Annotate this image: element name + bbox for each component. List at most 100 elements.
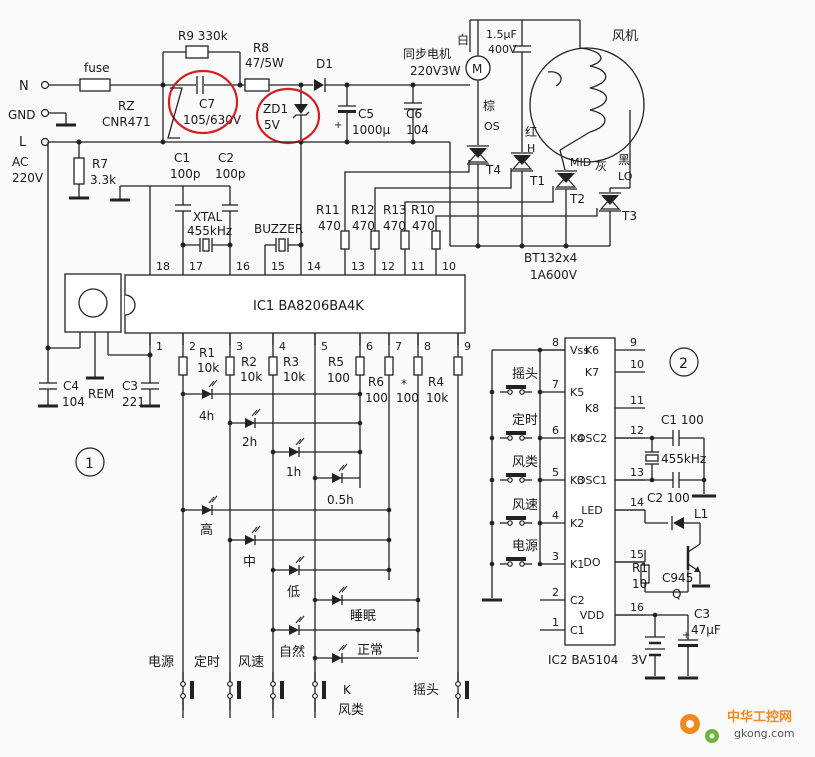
ic2-r1-value: 10 xyxy=(632,577,647,591)
terminal-gnd xyxy=(40,108,50,118)
ic2-pin-name-7: K5 xyxy=(570,386,584,399)
ic1-pin-10: 10 xyxy=(442,260,456,273)
ic1-pin-15: 15 xyxy=(271,260,285,273)
label-ac: AC xyxy=(12,155,28,169)
r-star-value: 100 xyxy=(396,391,419,405)
ic2-pin-16: 16 xyxy=(630,601,644,614)
ic2-l1-label: L1 xyxy=(694,507,708,521)
ic2-pin-name-9: K6 xyxy=(585,344,599,357)
key-swing-label: 摇头 xyxy=(413,683,439,698)
ic2-pin-4: 4 xyxy=(552,509,559,522)
r10-label: R10 xyxy=(411,203,435,217)
ic2-label: IC2 BA5104 xyxy=(548,653,618,667)
ic2-pin-7: 7 xyxy=(552,378,559,391)
fan-label: 风机 xyxy=(612,29,638,44)
triac-t1 xyxy=(510,152,534,172)
ic2-c3-label: C3 xyxy=(694,607,710,621)
ic1-pin-4: 4 xyxy=(279,340,286,353)
r8-value: 47/5W xyxy=(245,56,284,70)
star-mark: * xyxy=(401,377,407,391)
power-input: N GND L AC 220V fuse xyxy=(8,61,163,185)
ic2-pin-name-12: OSC2 xyxy=(577,432,607,445)
fan-cap-rating: 400V xyxy=(488,43,517,56)
ic1-pin-6: 6 xyxy=(366,340,373,353)
varistor-rz xyxy=(167,87,183,139)
resistor-r7 xyxy=(73,157,85,185)
r6-label: R6 xyxy=(368,375,384,389)
circle-one xyxy=(75,447,105,477)
ic2-pin-name-3: K1 xyxy=(570,558,584,571)
ic1-pin-2: 2 xyxy=(189,340,196,353)
led-l1 xyxy=(673,517,684,529)
wire-brown: 棕 xyxy=(483,98,495,113)
oscillator-section: C1 100p C2 100p XTAL 455kHz BUZZER xyxy=(110,151,304,263)
ic2-key-label-4: 电源 xyxy=(512,539,538,554)
t3-label: T3 xyxy=(621,209,637,223)
ic1-pin-16: 16 xyxy=(236,260,250,273)
key-speed-label: 风速 xyxy=(238,655,264,670)
zd1-label: ZD1 xyxy=(263,102,288,116)
led-natural xyxy=(288,615,305,636)
key-k-label: K xyxy=(343,683,352,697)
crystal-xtal xyxy=(202,238,210,252)
ic1-pin-17: 17 xyxy=(189,260,203,273)
triac-rating: 1A600V xyxy=(530,268,578,282)
ic2-key-3 xyxy=(499,515,533,526)
ic1-pin-5: 5 xyxy=(321,340,328,353)
led-4h xyxy=(201,379,218,400)
ic2-pin-name-13: OSC1 xyxy=(577,474,607,487)
c4-value: 104 xyxy=(62,395,85,409)
label-gnd: GND xyxy=(8,108,36,122)
sync-motor-rating: 220V3W xyxy=(410,64,461,78)
r5-value: 100 xyxy=(327,371,350,385)
ic2-pin-6: 6 xyxy=(552,424,559,437)
ic2-key-label-3: 风速 xyxy=(512,498,538,513)
circle-two xyxy=(669,347,699,377)
r11-label: R11 xyxy=(316,203,340,217)
label-2h: 2h xyxy=(242,435,257,449)
led-sleep xyxy=(331,585,348,606)
label-mid: 中 xyxy=(243,555,256,570)
ic2-pin-name-10: K7 xyxy=(585,366,599,379)
label-1h: 1h xyxy=(286,465,301,479)
label-n: N xyxy=(19,79,29,94)
r4-label: R4 xyxy=(428,375,444,389)
c2-value: 100p xyxy=(215,167,246,181)
wire-red: 红 xyxy=(525,124,537,139)
zd1-value: 5V xyxy=(264,118,281,132)
fuse-label: fuse xyxy=(84,61,109,75)
label-220v: 220V xyxy=(12,171,44,185)
ic2-c1-label: C1 100 xyxy=(661,413,704,427)
xtal-label: XTAL xyxy=(193,210,223,224)
r6-value: 100 xyxy=(365,391,388,405)
wire-black: 黑 xyxy=(618,153,630,167)
ic1-pin-18: 18 xyxy=(156,260,170,273)
ic2-r1-label: R1 xyxy=(632,561,648,575)
motor-m: M xyxy=(472,62,482,76)
fan-cap-label: 1.5μF xyxy=(486,28,517,41)
fuse xyxy=(79,78,111,92)
ic2-pin-3: 3 xyxy=(552,550,559,563)
ic2-c3-value: 47μF xyxy=(691,623,721,637)
ic2-pin-10: 10 xyxy=(630,358,644,371)
watermark-logo: 中华工控网 gkong.com xyxy=(680,709,795,743)
label-natural: 自然 xyxy=(279,644,305,660)
ic2-pin-name-11: K8 xyxy=(585,402,599,415)
led-2h xyxy=(244,408,261,429)
c3-value: 221 xyxy=(122,395,145,409)
label-normal: 正常 xyxy=(357,643,383,658)
ic2-pin-13: 13 xyxy=(630,466,644,479)
wire-gray: 灰 xyxy=(595,159,607,173)
ic2-pin-name-15: DO xyxy=(583,556,600,569)
ic1-pin-9: 9 xyxy=(464,340,471,353)
rz-label: RZ xyxy=(118,99,135,113)
fan-motor xyxy=(529,47,645,163)
label-lo: LO xyxy=(618,170,633,183)
terminal-n xyxy=(40,80,50,90)
label-os: OS xyxy=(484,120,500,133)
c4-label: C4 xyxy=(63,379,79,393)
ic1-pin-8: 8 xyxy=(424,340,431,353)
ic1-pin-14: 14 xyxy=(307,260,321,273)
label-mid: MID xyxy=(570,156,591,169)
